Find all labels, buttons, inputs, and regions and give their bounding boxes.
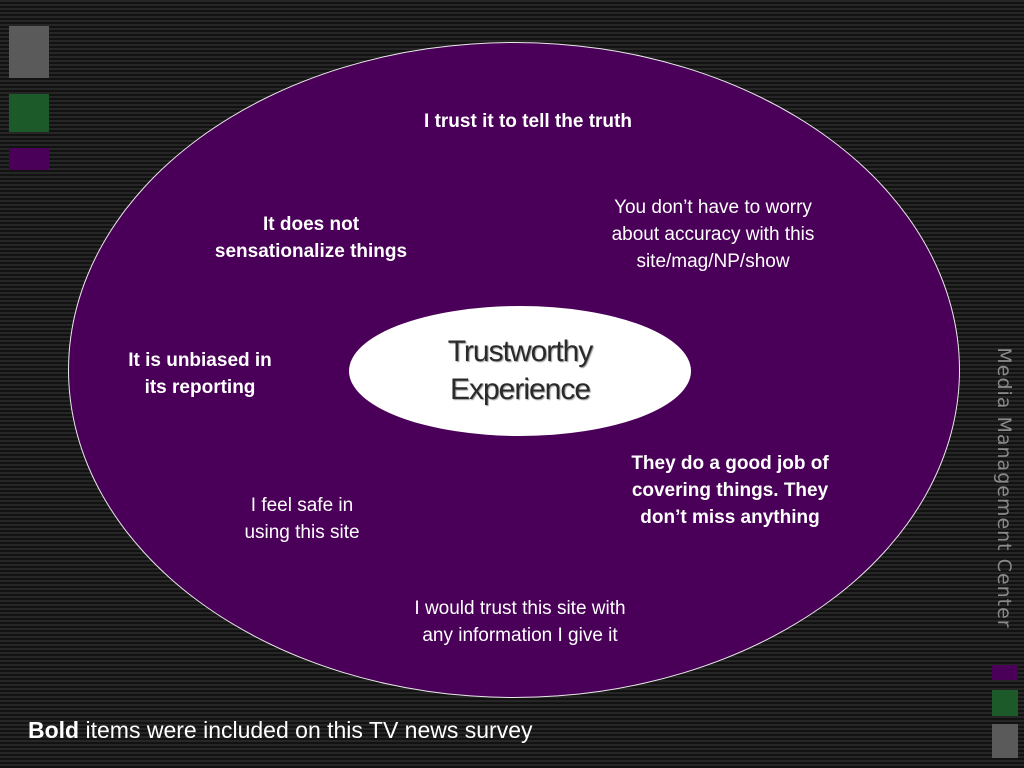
item-good-job-covering: They do a good job of covering things. T…	[590, 450, 870, 531]
item-line: sensationalize things	[214, 241, 408, 262]
center-label-line-2: Experience	[449, 373, 591, 406]
decorative-purple-square	[9, 148, 49, 170]
footer-text: items were included on this TV news surv…	[79, 717, 533, 743]
item-line: They do a good job of	[631, 453, 829, 474]
center-label: Trustworthy Experience	[447, 333, 594, 409]
item-trust-with-information: I would trust this site with any informa…	[370, 595, 670, 649]
item-line: don’t miss anything	[640, 507, 820, 528]
item-unbiased-reporting: It is unbiased in its reporting	[92, 347, 308, 401]
item-line: any information I give it	[422, 625, 618, 646]
decorative-gray-square	[9, 26, 49, 78]
item-line: It is unbiased in	[128, 350, 272, 371]
item-line: I trust it to tell the truth	[424, 111, 632, 132]
item-line: It does not	[262, 214, 360, 235]
item-line: I feel safe in	[250, 495, 354, 516]
footer-note: Bold items were included on this TV news…	[28, 715, 533, 745]
media-management-center-label: Media Management Center	[993, 347, 1015, 629]
decorative-green-square	[992, 690, 1018, 716]
item-trust-truth: I trust it to tell the truth	[370, 108, 686, 135]
decorative-gray-square	[992, 724, 1018, 758]
center-oval: Trustworthy Experience	[349, 306, 691, 436]
center-label-line-1: Trustworthy	[447, 335, 594, 368]
item-line: using this site	[244, 522, 360, 543]
footer-bold-word: Bold	[28, 717, 80, 743]
item-feel-safe: I feel safe in using this site	[210, 492, 394, 546]
item-line: You don’t have to worry	[614, 197, 812, 218]
decorative-purple-square	[992, 665, 1018, 680]
item-no-worry-accuracy: You don’t have to worry about accuracy w…	[570, 194, 856, 275]
item-line: covering things. They	[631, 480, 829, 501]
decorative-green-square	[9, 94, 49, 132]
item-line: site/mag/NP/show	[636, 251, 790, 272]
item-line: about accuracy with this	[611, 224, 815, 245]
item-not-sensationalize: It does not sensationalize things	[175, 211, 447, 265]
item-line: its reporting	[144, 377, 256, 398]
item-line: I would trust this site with	[414, 598, 626, 619]
